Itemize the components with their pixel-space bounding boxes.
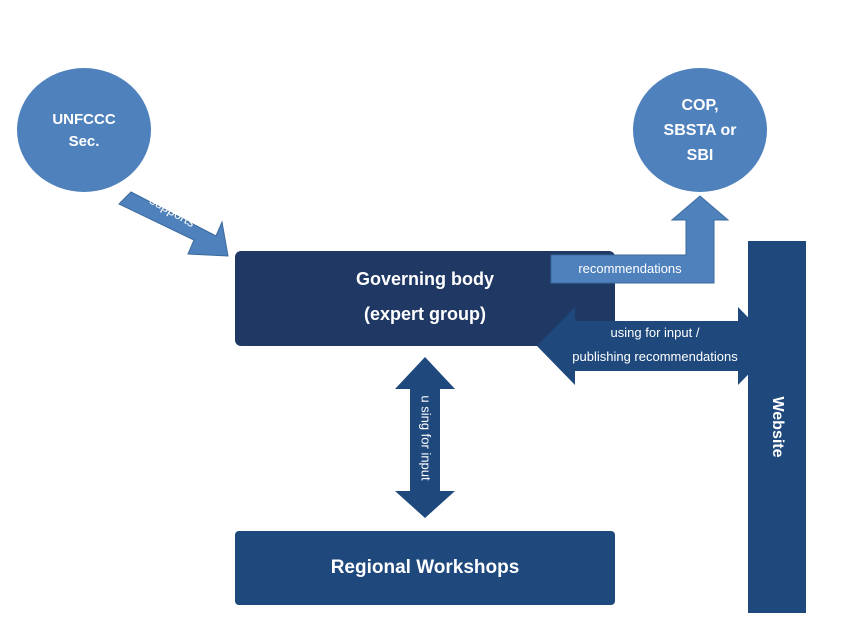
cop-node: COP, SBSTA or SBI [633,68,767,192]
website-node: Website [748,241,806,613]
regional-workshops-node: Regional Workshops [235,531,615,605]
governing-body-label-line2: (expert group) [364,304,486,324]
unfccc-label-line1: UNFCCC [52,111,115,128]
website-label: Website [769,396,786,457]
supports-arrow: supports [118,191,229,257]
workshops-link-arrow: u sing for input [395,357,455,518]
cop-label-line3: SBI [687,147,714,164]
website-link-arrow: using for input / publishing recommendat… [537,307,776,385]
workshops-link-label: u sing for input [419,395,434,481]
website-link-label-line1: using for input / [611,325,700,340]
unfccc-label-line2: Sec. [69,133,100,150]
website-link-label-line2: publishing recommendations [572,349,738,364]
governing-body-label-line1: Governing body [356,269,494,289]
recommendations-label: recommendations [578,261,682,276]
unfccc-node: UNFCCC Sec. [17,68,151,192]
recommendations-arrow: recommendations [550,195,730,284]
governing-body-node: Governing body (expert group) [235,251,615,346]
cop-label-line2: SBSTA or [664,122,737,139]
regional-workshops-label: Regional Workshops [331,557,520,578]
cop-label-line1: COP, [681,97,718,114]
